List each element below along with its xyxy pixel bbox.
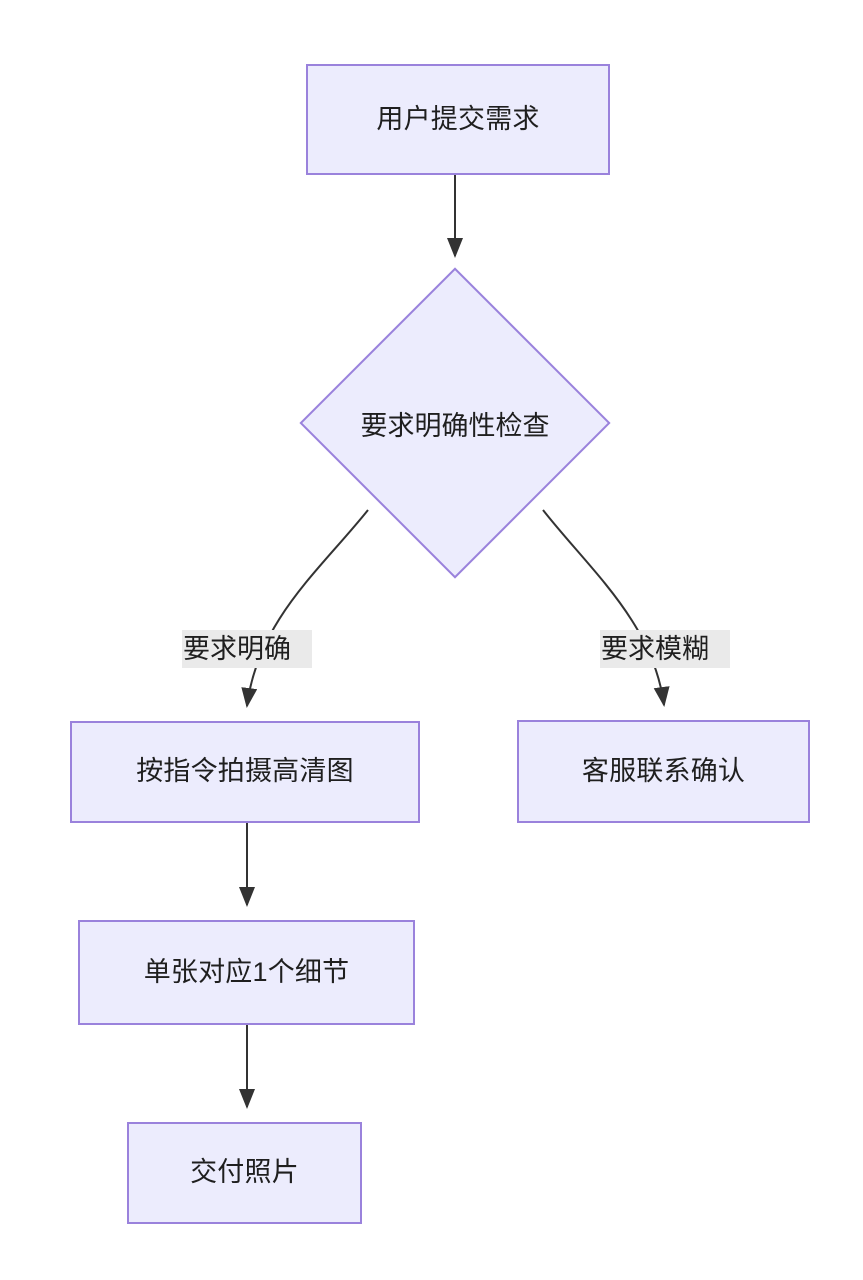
- node-deliver[interactable]: 交付照片: [127, 1122, 362, 1224]
- edge-check-to-shoot: [241, 509, 369, 708]
- node-shoot[interactable]: 按指令拍摄高清图: [70, 721, 420, 823]
- node-support-label: 客服联系确认: [581, 755, 746, 786]
- node-support[interactable]: 客服联系确认: [517, 720, 810, 823]
- edge-label-requirement-vague: 要求模糊: [600, 630, 730, 668]
- node-detail-label: 单张对应1个细节: [143, 956, 350, 987]
- edge-label-requirement-clear-text: 要求明确: [183, 634, 291, 664]
- node-detail[interactable]: 单张对应1个细节: [78, 920, 415, 1025]
- node-deliver-label: 交付照片: [190, 1157, 299, 1188]
- edge-label-requirement-vague-text: 要求模糊: [601, 634, 709, 664]
- node-shoot-label: 按指令拍摄高清图: [136, 756, 354, 787]
- edge-label-requirement-clear: 要求明确: [182, 630, 312, 668]
- node-start-label: 用户提交需求: [376, 103, 540, 134]
- edge-check-to-support: [542, 509, 670, 707]
- node-start[interactable]: 用户提交需求: [306, 64, 610, 175]
